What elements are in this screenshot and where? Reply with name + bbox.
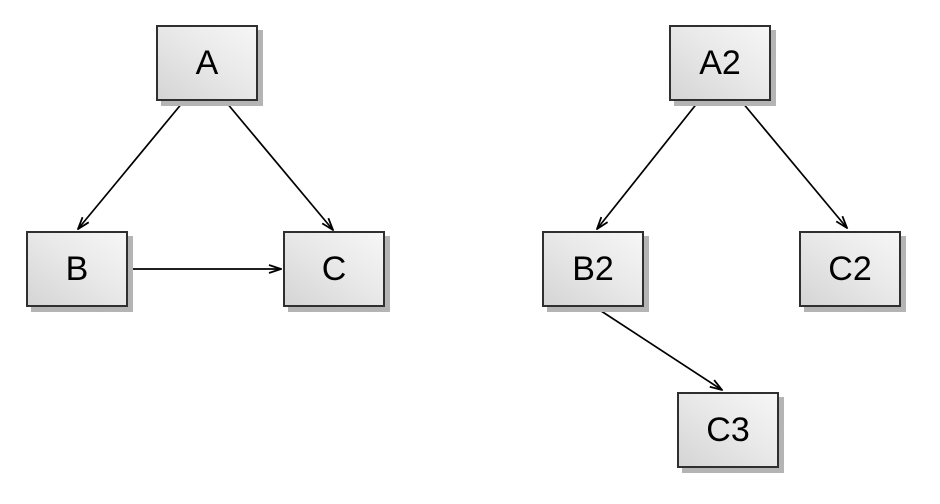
node-B-label: B xyxy=(65,250,89,288)
node-C2[interactable]: C2 xyxy=(799,231,901,307)
node-A[interactable]: A xyxy=(156,25,258,101)
node-C3[interactable]: C3 xyxy=(677,392,779,468)
node-B2-label: B2 xyxy=(572,250,614,288)
edge-B2-C3[interactable] xyxy=(594,306,722,390)
node-B[interactable]: B xyxy=(26,231,128,307)
node-C-label: C xyxy=(321,250,347,288)
node-C[interactable]: C xyxy=(283,231,385,307)
node-A-label: A xyxy=(195,44,219,82)
node-C3-label: C3 xyxy=(706,411,750,449)
edge-A-B[interactable] xyxy=(78,101,184,229)
edge-A2-B2[interactable] xyxy=(597,101,699,229)
node-B2[interactable]: B2 xyxy=(542,231,644,307)
node-A2-label: A2 xyxy=(699,44,741,82)
node-A2[interactable]: A2 xyxy=(669,25,771,101)
edge-A-C[interactable] xyxy=(225,101,333,230)
node-C2-label: C2 xyxy=(828,250,872,288)
edge-A2-C2[interactable] xyxy=(741,101,847,228)
